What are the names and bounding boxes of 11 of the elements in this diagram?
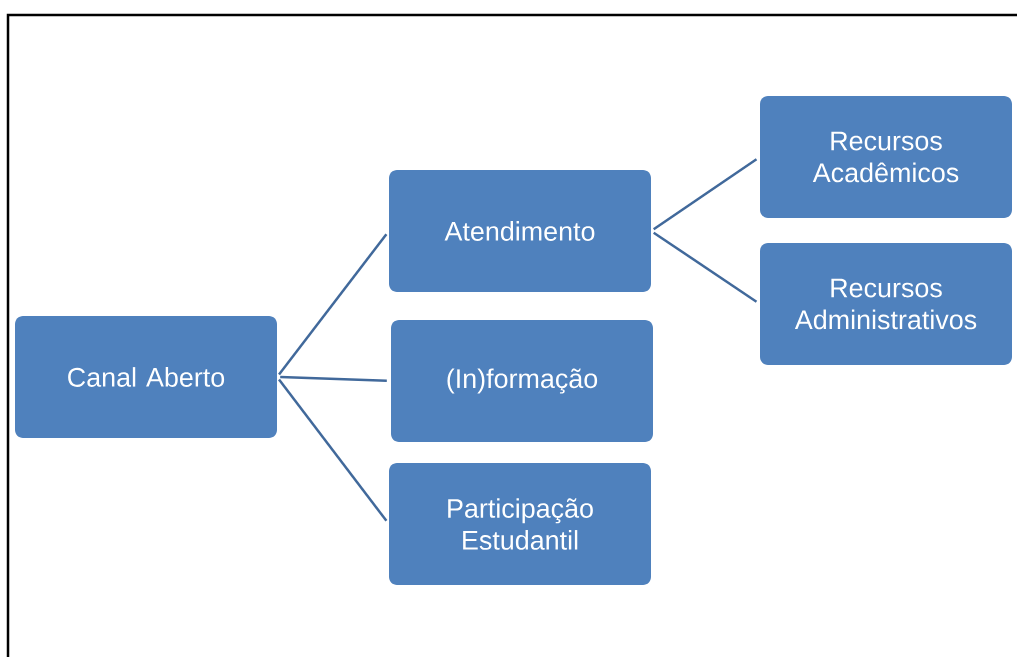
process-box: (In)formação	[391, 320, 653, 442]
process-box: Participação Estudantil	[389, 463, 651, 585]
process-box: Canal Aberto	[15, 316, 277, 438]
process-box: Recursos Acadêmicos	[760, 96, 1012, 218]
connector-line	[653, 231, 758, 303]
connector-line	[278, 378, 388, 522]
process-box: Atendimento	[389, 170, 651, 292]
connector-line	[652, 158, 758, 231]
process-box: Recursos Administrativos	[760, 243, 1012, 365]
connector-line	[278, 233, 388, 376]
connector-line	[280, 375, 387, 383]
